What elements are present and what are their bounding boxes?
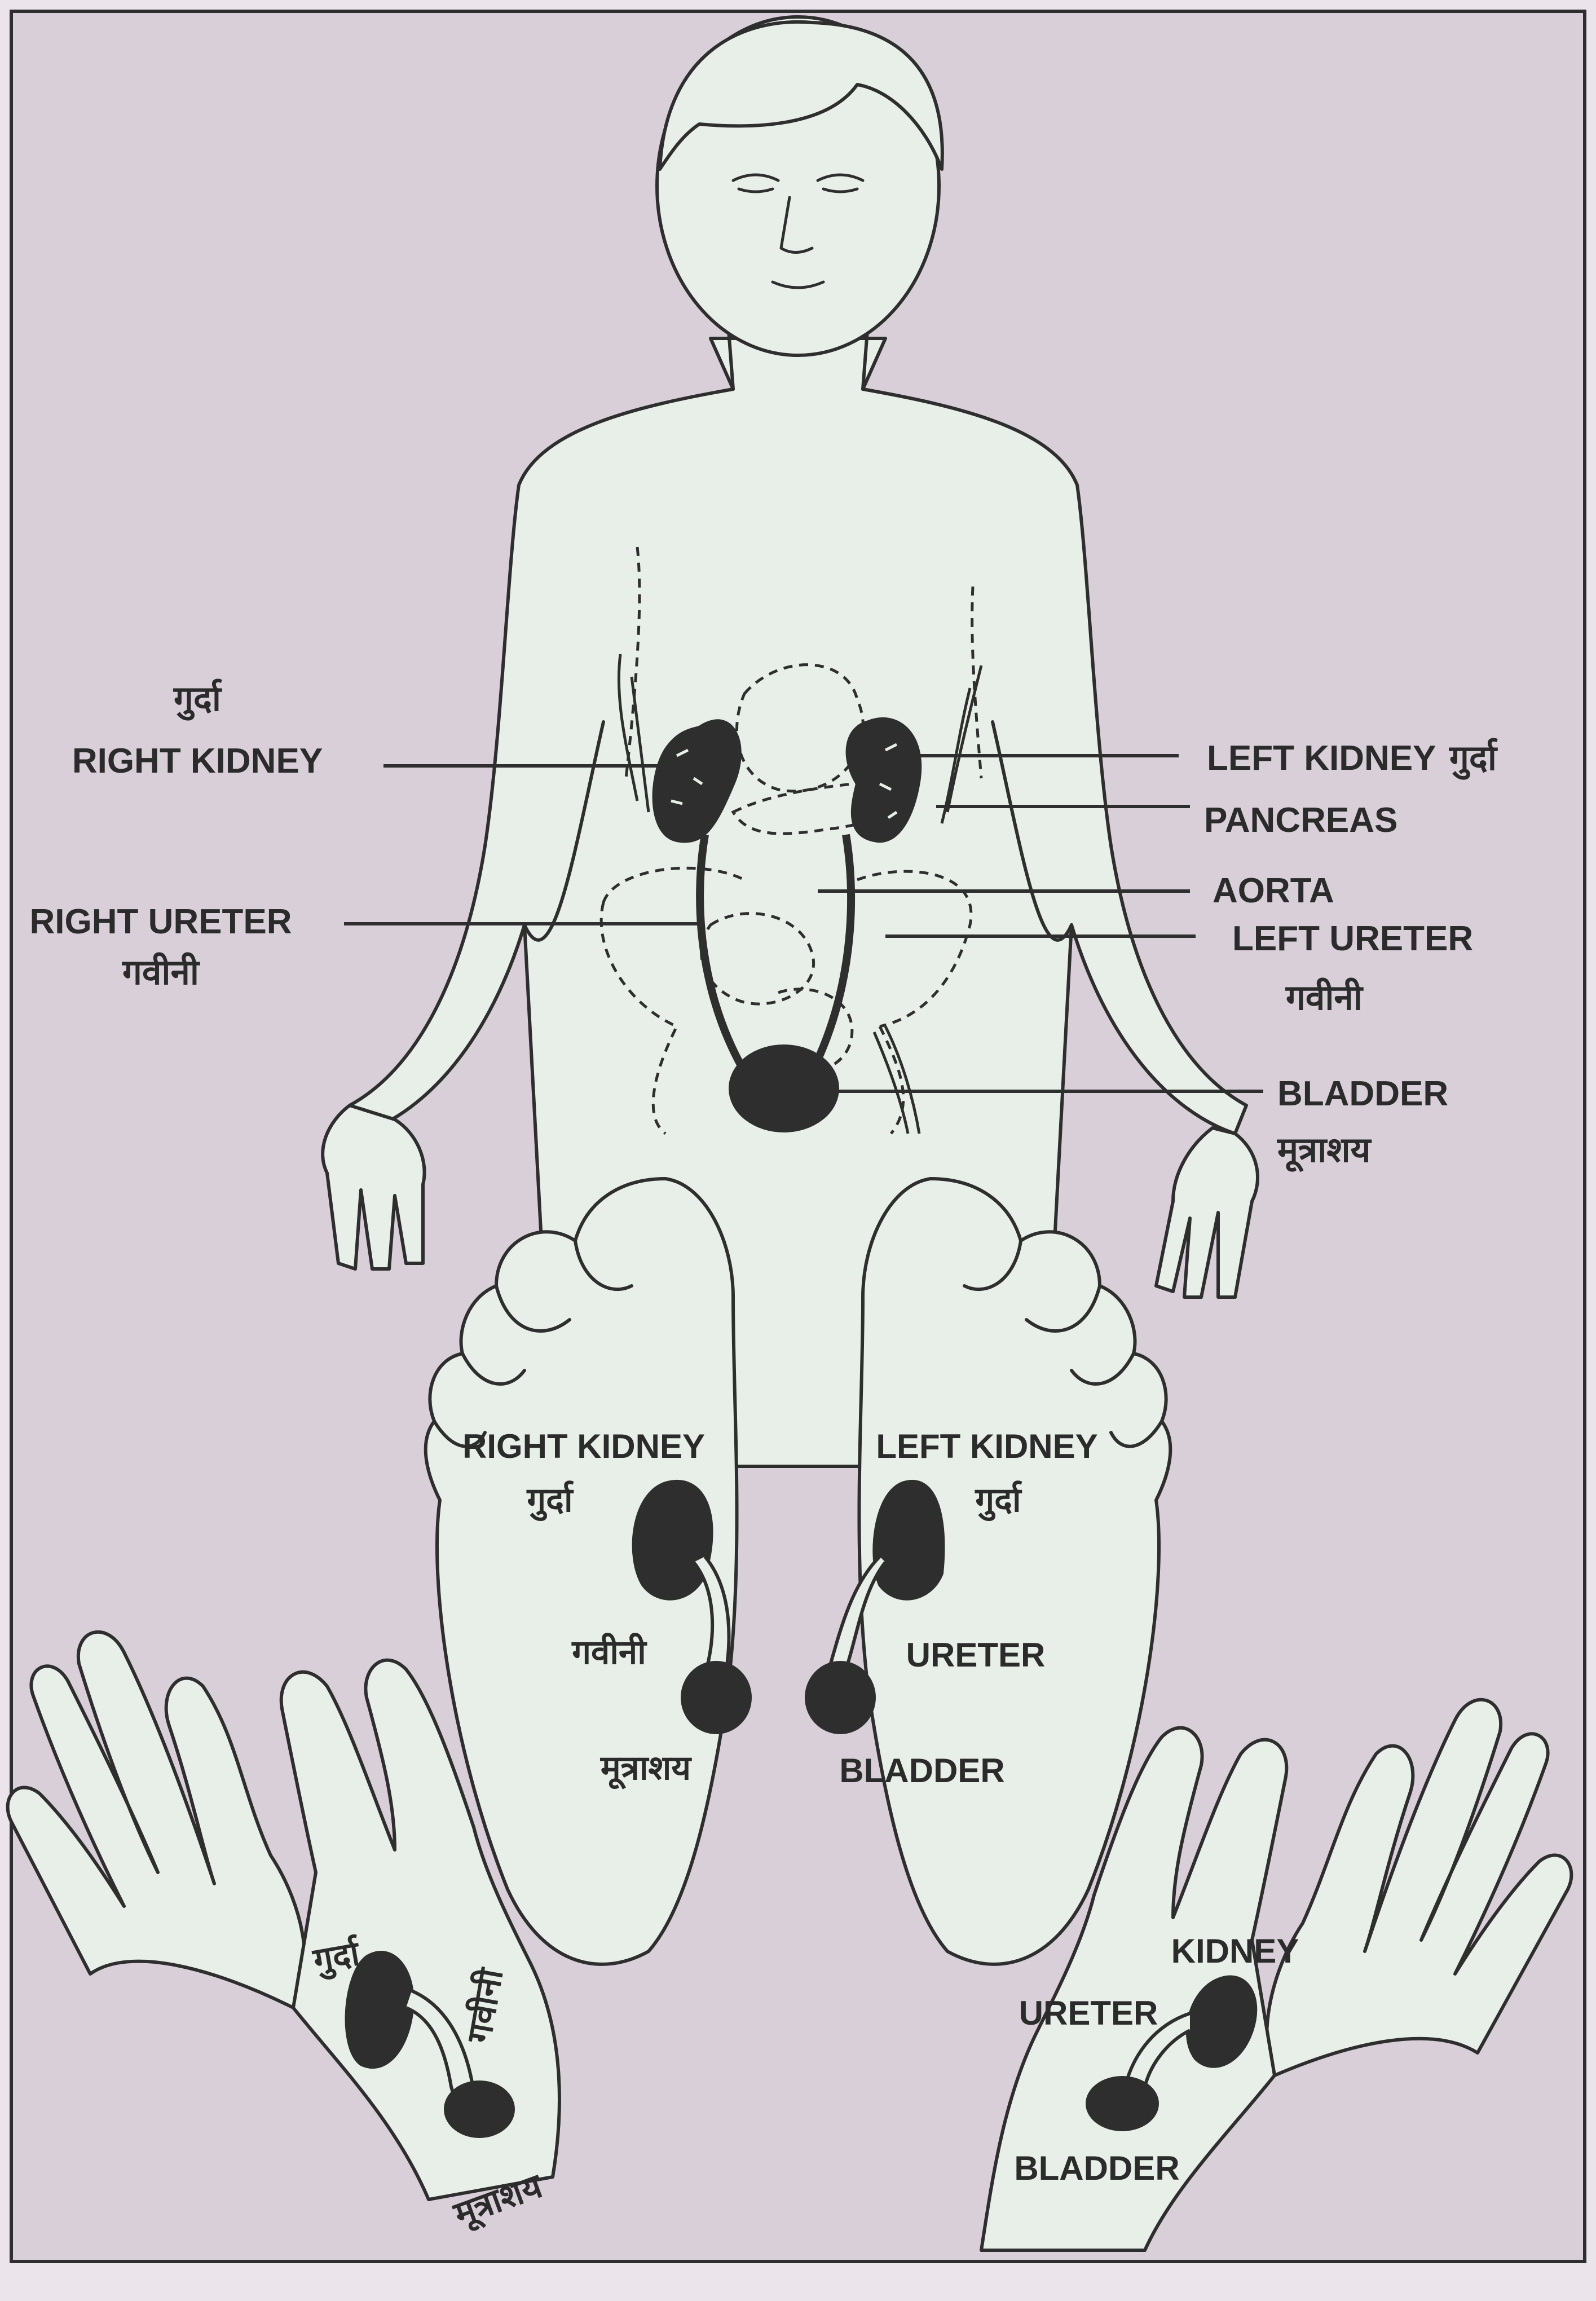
label-rfoot-kidney-en: RIGHT KIDNEY [462, 1427, 705, 1465]
right-foot-urinary [632, 1479, 752, 1734]
label-right-kidney-hi: गुर्दा [173, 678, 222, 721]
body-left-kidney [845, 717, 922, 843]
left-foot-bladder [805, 1661, 876, 1734]
body-urinary-system [652, 717, 922, 1132]
body-leaders [344, 754, 1263, 1093]
right-foot-kidney [632, 1479, 713, 1601]
arm-line-right [523, 720, 605, 942]
iliac-lines [872, 1025, 921, 1134]
lower-right-hand-urinary [1086, 1975, 1258, 2131]
label-rhand-bladder-en: BLADDER [1014, 2149, 1179, 2187]
figure-group [6, 15, 1573, 2252]
label-bladder-en: BLADDER [1277, 1074, 1448, 1113]
foot-labels: RIGHT KIDNEY गुर्दा गवीनी मूत्राशय LEFT … [462, 1427, 1098, 1789]
lower-right-hand-kidney [1186, 1975, 1258, 2068]
label-rfoot-bladder-hi: मूत्राशय [600, 1749, 692, 1789]
label-right-ureter-hi: गवीनी [122, 952, 200, 992]
left-foot-toes [963, 1239, 1163, 1448]
lower-left-hand [6, 1630, 307, 2009]
right-foot-toes [433, 1239, 633, 1448]
label-aorta: AORTA [1213, 871, 1334, 910]
label-left-ureter-hi: गवीनी [1285, 977, 1364, 1017]
label-bladder-hi: मूत्राशय [1277, 1131, 1372, 1172]
body-labels: गुर्दा RIGHT KIDNEY RIGHT URETER गवीनी L… [30, 678, 1498, 1172]
label-rfoot-ureter-hi: गवीनी [571, 1633, 647, 1671]
label-rhand-ureter-en: URETER [1019, 1994, 1158, 2032]
label-lfoot-kidney-en: LEFT KIDNEY [876, 1427, 1097, 1465]
label-left-kidney-en: LEFT KIDNEY [1207, 739, 1436, 778]
label-pancreas: PANCREAS [1204, 801, 1397, 840]
lower-right-hand [1265, 1698, 1573, 2077]
label-left-ureter-en: LEFT URETER [1232, 919, 1473, 958]
label-lfoot-kidney-hi: गुर्दा [975, 1480, 1022, 1522]
body-right-ureter [696, 834, 748, 1074]
label-lfoot-bladder-en: BLADDER [839, 1752, 1004, 1789]
stomach-outline [735, 663, 865, 793]
lower-left-hand-wrist [279, 1658, 561, 2201]
lower-right-hand-bladder [1086, 2076, 1159, 2131]
hair [658, 20, 944, 171]
lower-left-hand-urinary [345, 1951, 515, 2138]
arm-line-left [991, 720, 1073, 942]
label-rfoot-kidney-hi: गुर्दा [526, 1480, 574, 1522]
label-left-kidney-hi: गुर्दा [1449, 738, 1498, 780]
right-adrenal-dashed [971, 586, 983, 779]
lower-right-hand-wrist [980, 1726, 1289, 2252]
lower-left-hand-kidney [345, 1951, 415, 2069]
right-foot-bladder [681, 1661, 752, 1734]
right-vessel [617, 654, 650, 813]
kidney-marks-a [671, 743, 898, 819]
lower-left-hand-bladder [444, 2080, 515, 2138]
face-details [731, 173, 865, 289]
body-bladder [729, 1044, 839, 1132]
body-left-ureter [808, 834, 856, 1074]
label-lfoot-ureter-en: URETER [906, 1636, 1046, 1674]
colon-outline [599, 866, 973, 1135]
label-rhand-kidney-en: KIDNEY [1171, 1932, 1299, 1970]
label-right-kidney-en: RIGHT KIDNEY [72, 742, 323, 781]
figure-left-hand [1154, 1126, 1259, 1299]
figure-right-hand [321, 1104, 426, 1271]
left-adrenal-dashed [624, 546, 641, 779]
label-right-ureter-en: RIGHT URETER [30, 902, 292, 941]
left-foot-urinary [805, 1480, 945, 1734]
left-foot-kidney [872, 1480, 945, 1601]
kidney-markings [671, 743, 898, 819]
